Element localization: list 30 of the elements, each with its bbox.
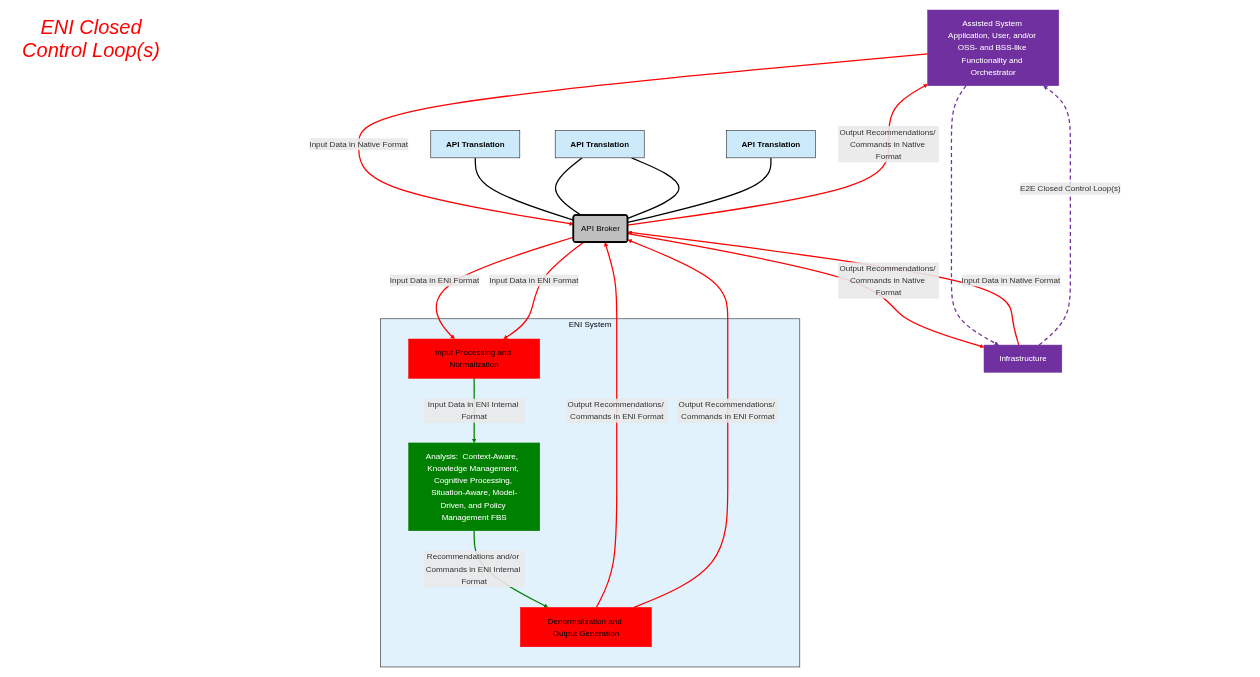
loop-label: ENI Closed Control Loop(s) [21,16,161,62]
arrow [950,85,999,346]
node-box: Input Processing and Normalization [408,338,540,379]
edge-label: Output Recommendations/ Commands in ENI Format [678,400,775,421]
connector [627,157,772,224]
edge-label: Input Data in ENI Format [489,275,579,285]
node-box: Denormalization and Output Generation [520,607,652,648]
connector [554,157,583,216]
connector [627,157,680,219]
node-box: API Translation [726,130,816,159]
node-box: Assisted System Application, User, and/or OSS- and BSS-like Functionality and Orchestrator [927,9,1060,86]
edge-label: Output Recommendations/ Commands in Native Format [839,263,936,297]
node-box: API Translation [554,130,645,159]
arrow [627,84,928,226]
node-box: API Translation [430,130,521,159]
arrow [627,239,729,609]
node-box: Infrastructure [983,344,1063,373]
arrow [503,241,584,340]
node-box: Analysis: Context-Aware, Knowledge Management, Cognitive Processing, Situation-Aware, Model-Driven, and Policy Management FBS [408,442,540,531]
arrow [1038,85,1071,346]
edge-label: Input Data in Native Format [961,275,1061,285]
edge-label: Input Data in ENI Format [389,275,480,285]
edge-label: Recommendations and/or Commands in ENI Internal Format [425,552,521,586]
arrow [595,242,618,609]
edge-label: E2E Closed Control Loop(s) [1020,184,1121,193]
edge-label: Input Data in ENI Internal Format [427,400,519,421]
edge-label: Output Recommendations/ Commands in ENI Format [567,400,664,421]
edge-label: Output Recommendations/ Commands in Native Format [839,127,936,161]
edge-label: Input Data in Native Format [309,139,409,149]
arrow [358,53,929,226]
